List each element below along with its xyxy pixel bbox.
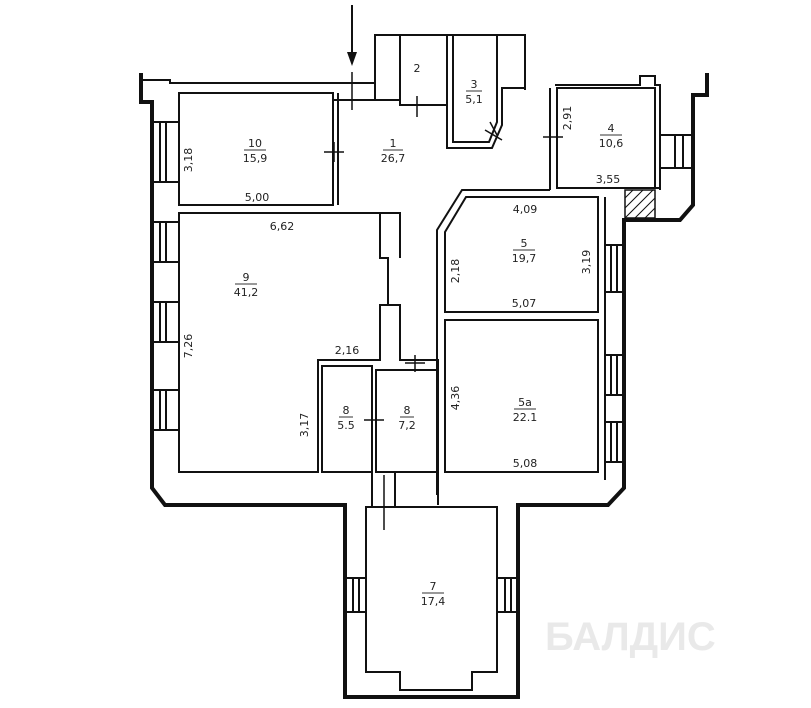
svg-text:22.1: 22.1 (513, 411, 538, 424)
svg-text:4,09: 4,09 (513, 203, 538, 216)
svg-text:3,17: 3,17 (298, 413, 311, 438)
svg-text:5: 5 (521, 237, 528, 250)
room-4 (556, 87, 656, 189)
svg-text:19,7: 19,7 (512, 252, 537, 265)
windows (152, 121, 693, 613)
svg-text:7,2: 7,2 (398, 419, 416, 432)
svg-text:4: 4 (608, 122, 615, 135)
room-10 (178, 92, 334, 206)
svg-text:9: 9 (243, 271, 250, 284)
svg-text:26,7: 26,7 (381, 152, 406, 165)
room-label-5a: 5а 22.1 (513, 396, 538, 424)
room-label-2: 2 (414, 62, 421, 75)
room-label-1: 126,7 (381, 137, 406, 165)
room-2 (399, 34, 448, 106)
svg-text:3,19: 3,19 (580, 250, 593, 275)
room-label-7: 717,4 (421, 580, 446, 608)
svg-text:2: 2 (414, 62, 421, 75)
room-label-10: 10 15,9 (243, 137, 268, 165)
door-marks (324, 72, 563, 530)
svg-text:4,36: 4,36 (449, 386, 462, 411)
svg-text:1: 1 (390, 137, 397, 150)
svg-text:10: 10 (248, 137, 262, 150)
room-label-9: 941,2 (234, 271, 259, 299)
svg-text:3,18: 3,18 (182, 148, 195, 173)
svg-text:17,4: 17,4 (421, 595, 446, 608)
svg-text:5.5: 5.5 (337, 419, 355, 432)
svg-text:5,1: 5,1 (465, 93, 483, 106)
room-5 (444, 196, 599, 313)
entrance-arrow-icon (347, 5, 357, 66)
room-label-8-small: 85.5 (337, 404, 355, 432)
svg-text:10,6: 10,6 (599, 137, 624, 150)
svg-text:7: 7 (430, 580, 437, 593)
svg-text:7,26: 7,26 (182, 334, 195, 359)
watermark: БАЛДИС (545, 615, 716, 659)
svg-text:5а: 5а (518, 396, 532, 409)
svg-text:2,18: 2,18 (449, 259, 462, 284)
svg-text:8: 8 (343, 404, 350, 417)
room-label-5: 519,7 (512, 237, 537, 265)
room-9 (178, 212, 389, 473)
hatched-shaft (624, 189, 656, 219)
svg-text:5,08: 5,08 (513, 457, 538, 470)
room-label-3: 35,1 (465, 78, 483, 106)
svg-text:2,91: 2,91 (561, 106, 574, 131)
svg-text:41,2: 41,2 (234, 286, 259, 299)
room-label-8-large: 87,2 (398, 404, 416, 432)
svg-text:3,55: 3,55 (596, 173, 621, 186)
dimension-labels: 3,18 5,00 6,62 7,26 2,16 3,17 2,91 3,55 … (182, 106, 620, 470)
room-5a (444, 319, 599, 473)
svg-text:5,07: 5,07 (512, 297, 537, 310)
svg-text:6,62: 6,62 (270, 220, 295, 233)
room-label-4: 410,6 (599, 122, 624, 150)
svg-text:2,16: 2,16 (335, 344, 360, 357)
room-8-small (321, 365, 373, 473)
svg-text:5,00: 5,00 (245, 191, 270, 204)
room-7 (365, 506, 498, 691)
svg-text:15,9: 15,9 (243, 152, 268, 165)
svg-text:3: 3 (471, 78, 478, 91)
svg-text:8: 8 (404, 404, 411, 417)
